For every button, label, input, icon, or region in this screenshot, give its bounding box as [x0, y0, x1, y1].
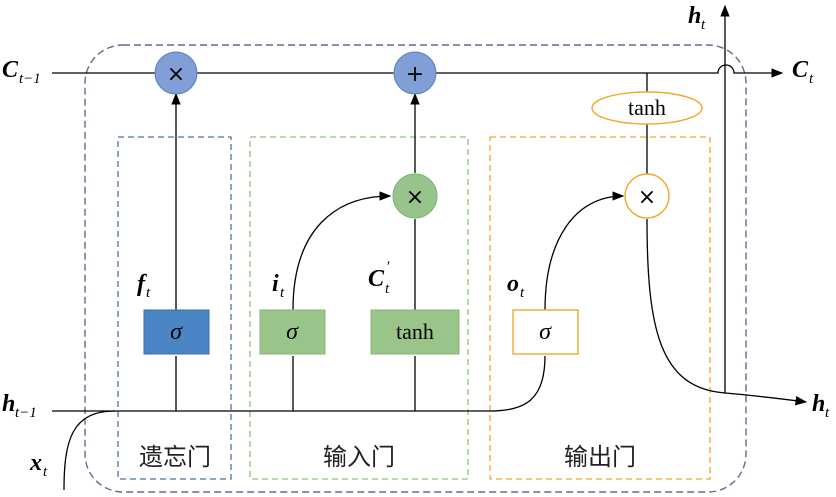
add-node: +: [393, 51, 437, 95]
output-tanh-node: tanh: [591, 91, 703, 125]
multiply-icon: ×: [638, 185, 656, 210]
svg-text:t: t: [280, 285, 285, 301]
output-gate-label: 输出门: [564, 443, 636, 471]
svg-text:t: t: [385, 281, 390, 297]
forget-gate-label: 遗忘门: [139, 443, 211, 471]
forget-sigma-box: σ: [143, 309, 210, 355]
svg-text:t−1: t−1: [19, 71, 41, 87]
svg-text:t: t: [146, 285, 151, 301]
output-o-up: [544, 191, 625, 311]
forget-gate-box: [117, 136, 232, 480]
plus-icon: +: [406, 62, 424, 87]
svg-text:h: h: [812, 391, 825, 417]
svg-text:′: ′: [386, 259, 390, 275]
svg-text:t: t: [825, 405, 830, 421]
svg-text:h: h: [2, 391, 15, 417]
svg-text:t−1: t−1: [15, 405, 37, 421]
svg-text:o: o: [507, 271, 519, 297]
cell-state-line: [52, 64, 784, 78]
svg-text:C: C: [2, 57, 19, 83]
multiply-icon: ×: [406, 185, 424, 210]
h-out-top-label: h t: [688, 3, 706, 33]
sigma-label: σ: [286, 319, 299, 345]
f-label: f t: [137, 271, 151, 301]
output-multiply-node: ×: [624, 173, 670, 219]
input-sigma-box: σ: [259, 309, 326, 355]
svg-text:C: C: [792, 57, 809, 83]
svg-text:f: f: [137, 271, 147, 297]
sigma-label: σ: [170, 319, 183, 345]
input-i-curve: [292, 191, 392, 311]
c-candidate-label: C t ′: [368, 259, 390, 297]
input-tanh-box: tanh: [370, 309, 460, 355]
svg-text:i: i: [272, 271, 279, 297]
tanh-label: tanh: [396, 319, 434, 344]
h-out-right-label: h t: [812, 391, 830, 421]
output-o-curve: [489, 355, 546, 412]
input-multiply-node: ×: [392, 173, 438, 219]
output-h-curve: [646, 218, 808, 406]
svg-text:x: x: [29, 450, 42, 476]
h-prev-label: h t−1: [2, 391, 37, 421]
svg-text:t: t: [520, 285, 525, 301]
input-gate-label: 输入门: [323, 443, 395, 471]
multiply-icon: ×: [167, 62, 185, 87]
c-prev-label: C t−1: [2, 57, 41, 87]
o-label: o t: [507, 271, 525, 301]
output-sigma-box: σ: [512, 309, 579, 355]
c-next-label: C t: [792, 57, 814, 87]
output-gate-box: [489, 136, 711, 480]
svg-text:h: h: [688, 3, 701, 29]
forget-multiply-node: ×: [154, 51, 198, 95]
svg-text:t: t: [701, 17, 706, 33]
i-label: i t: [272, 271, 285, 301]
svg-text:t: t: [43, 464, 48, 480]
input-x-curve: [63, 410, 116, 491]
svg-text:t: t: [809, 71, 814, 87]
x-input-label: x t: [29, 450, 48, 480]
tanh-label: tanh: [628, 95, 666, 120]
svg-text:C: C: [368, 266, 385, 292]
lstm-cell-border: [84, 44, 747, 493]
sigma-label: σ: [539, 319, 552, 345]
